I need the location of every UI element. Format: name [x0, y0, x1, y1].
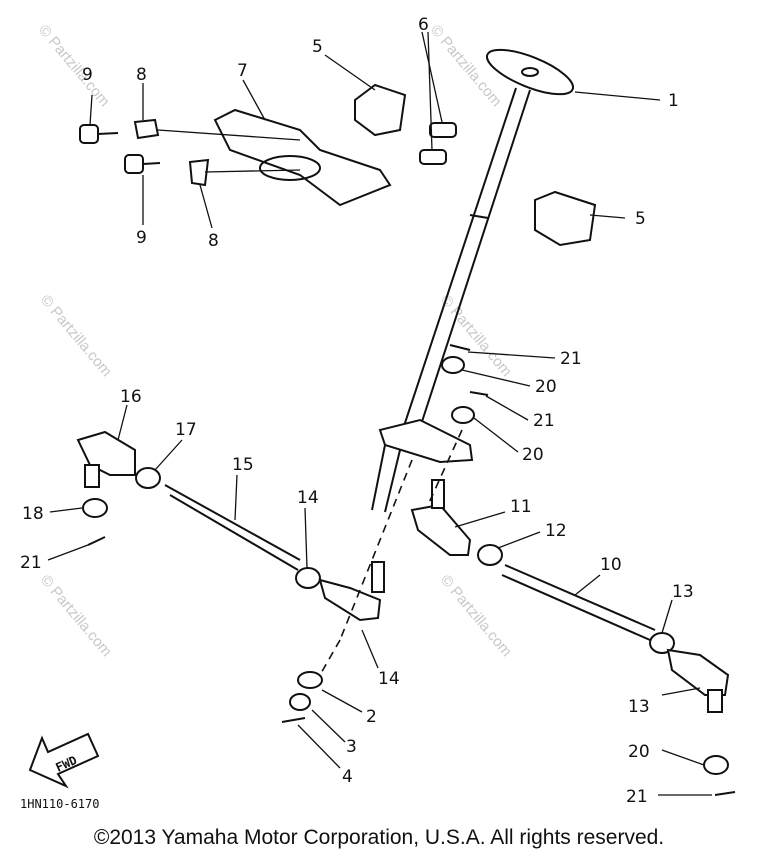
callout-14: 13 [672, 582, 694, 602]
bushings [354, 83, 597, 247]
callout-9b: 9 [136, 228, 147, 248]
callout-3: 3 [346, 737, 357, 757]
watermark-3: © Partzilla.com [37, 292, 115, 380]
steering-column [371, 48, 575, 513]
callout-20c: 18 [22, 504, 44, 524]
callout-12: 12 [545, 521, 567, 541]
assembly-lines [319, 429, 463, 676]
tie-rod-ends [76, 430, 730, 713]
callout-21b: 21 [533, 411, 555, 431]
watermark-1: © Partzilla.com [35, 22, 113, 110]
watermarks: © Partzilla.com © Partzilla.com © Partzi… [35, 22, 515, 660]
callout-21d: 21 [626, 787, 648, 807]
callout-labels: 1 5 6 7 8 9 9 8 5 21 20 21 20 16 17 15 1… [20, 15, 694, 807]
callout-21a: 21 [560, 349, 582, 369]
callout-8a: 8 [136, 65, 147, 85]
callout-8b: 8 [208, 231, 219, 251]
callout-20d: 20 [628, 742, 650, 762]
callout-9a: 9 [82, 65, 93, 85]
callout-20a: 20 [535, 377, 557, 397]
callout-15: 15 [232, 455, 254, 475]
reference-code: 1HN110-6170 [20, 797, 99, 811]
callout-5a: 5 [312, 37, 323, 57]
watermark-5: © Partzilla.com [37, 572, 115, 660]
fwd-arrow-icon: FWD [28, 732, 100, 789]
callout-5b: 5 [635, 209, 646, 229]
callout-7: 7 [237, 61, 248, 81]
callout-20b: 20 [522, 445, 544, 465]
tie-rods [164, 484, 656, 641]
callout-1: 1 [668, 91, 679, 111]
callout-18: 16 [120, 387, 142, 407]
callout-4: 4 [342, 767, 353, 787]
steering-bracket [213, 108, 392, 207]
leader-lines [47, 31, 712, 796]
copyright-notice: ©2013 Yamaha Motor Corporation, U.S.A. A… [93, 826, 665, 849]
callout-21c: 21 [20, 553, 42, 573]
callout-17: 14 [297, 488, 319, 508]
nuts-and-pins [82, 344, 736, 796]
callout-19: 17 [175, 420, 197, 440]
callout-11: 11 [510, 497, 532, 517]
callout-13: 13 [628, 697, 650, 717]
callout-2: 2 [366, 707, 377, 727]
callout-10: 10 [600, 555, 622, 575]
callout-16: 14 [378, 669, 400, 689]
callout-6: 6 [418, 15, 429, 35]
watermark-6: © Partzilla.com [437, 572, 515, 660]
bolts-and-clips [79, 118, 301, 187]
